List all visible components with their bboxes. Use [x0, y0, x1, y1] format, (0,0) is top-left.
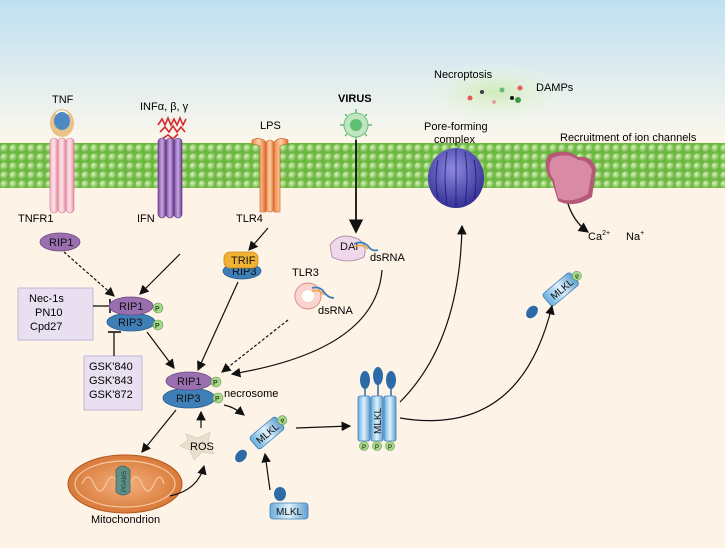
arrow-tlr4-to-trif: [248, 227, 269, 251]
inhibitor-gsk872: GSK'872: [89, 389, 133, 401]
dsrna-tlr3-label: dsRNA: [318, 305, 354, 317]
complex-label: complex: [434, 134, 475, 146]
inhibitor-gsk840: GSK'840: [89, 361, 133, 373]
recruitment-label: Recruitment of ion channels: [560, 132, 697, 144]
dsrna-dai-label: dsRNA: [370, 252, 406, 264]
ifn-label: IFN: [137, 213, 155, 225]
phospho-rip3-necrosome: [212, 392, 224, 404]
phospho-rip3-necrosome-label: P: [215, 396, 220, 403]
phospho-mlkl-ion-label: P: [575, 274, 582, 281]
inhibitor-cpd27: Cpd27: [30, 321, 62, 333]
mlkl-tilted-head: [235, 449, 247, 463]
necrosome-label: necrosome: [224, 388, 278, 400]
rip1-tnfr1: RIP1: [39, 232, 81, 252]
mlkl-phospho-tilted: MLKL P: [249, 415, 288, 450]
phospho-rip1-upper-label: P: [155, 306, 160, 313]
damps-particles: [467, 85, 523, 104]
mlkl-oligomer-label: MLKL: [373, 407, 384, 434]
cell-membrane: [0, 143, 725, 188]
trif-label: TRIF: [231, 255, 256, 267]
arrow-rip1-to-complex: [63, 251, 115, 297]
phospho-mlkl-ion: [572, 271, 582, 281]
arrow-dai-to-necrosome: [230, 269, 383, 378]
virus-label: VIRUS: [338, 93, 372, 105]
rip3-necrosome-label: RIP3: [176, 393, 200, 405]
na-ion-label: Na+: [626, 230, 644, 243]
dai-label: DAI: [340, 241, 358, 253]
tlr3-label: TLR3: [292, 267, 319, 279]
rip1-necrosome-label: RIP1: [177, 376, 201, 388]
rip3-tlr4-label: RIP3: [232, 266, 256, 278]
phospho-oligo-2: [372, 441, 382, 451]
pathway-arrows: [63, 224, 555, 497]
ion-channel: [545, 151, 596, 205]
tnf-ligand: [50, 109, 74, 137]
dai-sensor: DAI: [329, 235, 379, 262]
damps-label: DAMPs: [536, 82, 574, 94]
phospho-rip1-necrosome: [210, 376, 222, 388]
arrow-mitochondrion-to-ros: [169, 464, 207, 497]
arrow-trif-to-necrosome: [197, 281, 239, 372]
necroptosis-label: Necroptosis: [434, 69, 493, 81]
phospho-rip3-upper: [152, 319, 164, 331]
arrow-complex-to-necrosome: [146, 331, 175, 369]
mlkl-monomer-label: MLKL: [276, 507, 303, 518]
arrow-necrosome-to-mlkl: [223, 404, 245, 416]
tnfr1-receptor: [49, 137, 75, 214]
phospho-oligo-2-label: P: [375, 445, 379, 451]
pgam5-protein: PGAM5: [115, 465, 131, 496]
phospho-mlkl-tilted-label: P: [280, 418, 287, 425]
rip1-tnfr1-label: RIP1: [49, 237, 73, 249]
arrow-tlr3-to-necrosome: [221, 319, 289, 373]
interferon-ligand: [157, 115, 187, 141]
inhibitor-nec1s: Nec-1s: [29, 293, 64, 305]
ros-burst: [179, 431, 215, 461]
necrosome-complex: RIP3 RIP1 P P: [162, 371, 224, 409]
mlkl-oligomer: MLKL P P P: [357, 367, 397, 451]
phospho-rip3-upper-label: P: [155, 323, 160, 330]
rip3-upper-label: RIP3: [118, 317, 142, 329]
tlr4-receptor: [251, 138, 289, 213]
ros-label: ROS: [190, 441, 214, 453]
lps-label: LPS: [260, 120, 281, 132]
pore-forming-label: Pore-forming: [424, 121, 488, 133]
mitochondrion-label: Mitochondrion: [91, 514, 160, 526]
rip1-rip3-complex: RIP3 RIP1 P P: [106, 296, 164, 332]
phospho-oligo-3-label: P: [388, 445, 392, 451]
necroptosis-cloud: [427, 64, 563, 120]
tnf-label: TNF: [52, 94, 74, 106]
gsk-inhibitors-box: GSK'840 GSK'843 GSK'872: [83, 355, 143, 411]
pore-forming-complex: [428, 148, 484, 208]
infa-label: INFα, β, γ: [140, 101, 189, 113]
virus-particle: [340, 109, 372, 141]
mlkl-monomer: MLKL: [269, 487, 309, 520]
arrow-necrosome-to-mitochondrion: [141, 409, 177, 453]
arrow-oligomer-to-ion-channel: [399, 304, 555, 422]
arrow-oligomer-to-pore: [399, 224, 467, 403]
mlkl-ion-head: [526, 305, 538, 319]
tlr3-endosome: [294, 282, 335, 310]
arrow-mlkl-to-oligomer: [295, 421, 352, 432]
pgam5-label: PGAM5: [122, 470, 128, 492]
tnfr1-label: TNFR1: [18, 213, 53, 225]
arrow-mlkl-monomer-up: [261, 452, 271, 491]
rip1-upper-label: RIP1: [119, 301, 143, 313]
ifn-receptor: [157, 137, 183, 219]
phospho-oligo-1-label: P: [362, 445, 366, 451]
ion-flux-arrow: [567, 203, 590, 233]
phospho-rip1-upper: [152, 302, 164, 314]
trif-rip3-complex: RIP3 TRIF: [222, 251, 262, 280]
tlr4-label: TLR4: [236, 213, 263, 225]
phospho-rip1-necrosome-label: P: [213, 380, 218, 387]
phospho-oligo-3: [385, 441, 395, 451]
phospho-oligo-1: [359, 441, 369, 451]
ca-ion-label: Ca2+: [588, 230, 610, 243]
inhibitor-gsk843: GSK'843: [89, 375, 133, 387]
inhibitor-pn10: PN10: [35, 307, 63, 319]
nec-inhibitors-box: Nec-1s PN10 Cpd27: [17, 287, 94, 341]
arrow-ifn-to-complex: [139, 253, 181, 295]
phospho-mlkl-tilted: [277, 415, 288, 425]
